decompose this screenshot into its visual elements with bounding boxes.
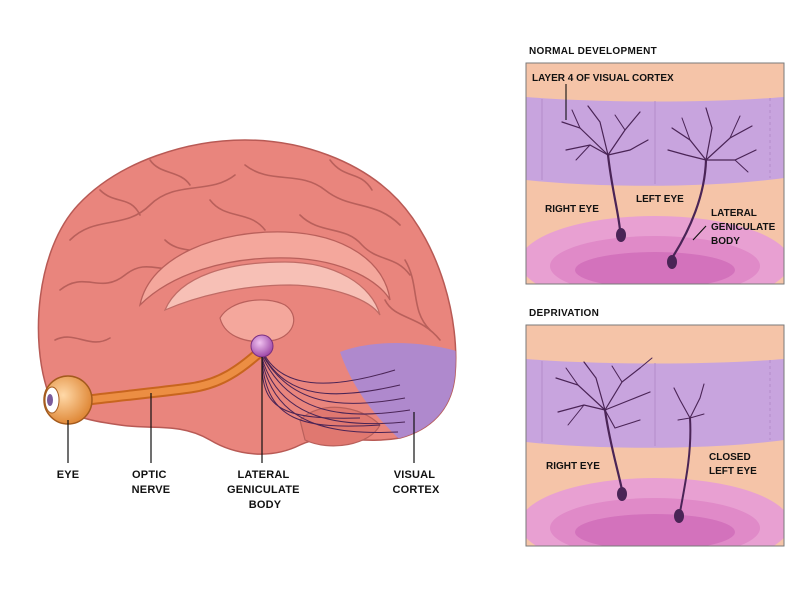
normal-panel-frame (525, 62, 785, 285)
deprivation-panel (526, 325, 784, 546)
thalamus (219, 299, 295, 343)
right-eye-cell-body (616, 228, 626, 242)
deprivation-right-eye-neuron (555, 357, 653, 492)
visual-cortex-label-line: VISUAL (394, 469, 436, 481)
right-eye-neuron (561, 105, 649, 232)
normal-lgn-label-line: BODY (711, 236, 740, 247)
optic-radiation (261, 349, 411, 433)
lgn-label-line: LATERAL (238, 469, 290, 481)
optic-nerve-label: OPTIC NERVE (132, 469, 171, 496)
normal-panel-title: NORMAL DEVELOPMENT (529, 46, 657, 57)
normal-lgn-label-line: GENICULATE (711, 222, 776, 233)
closed-left-cell-body (674, 509, 684, 523)
visual-cortex-region (340, 343, 456, 440)
left-eye-cell-body (667, 255, 677, 269)
layer4-label: LAYER 4 OF VISUAL CORTEX (532, 73, 674, 84)
optic-nerve-label-line: OPTIC (132, 469, 167, 481)
brain (37, 139, 457, 455)
closed-left-eye-label-line: CLOSED (709, 452, 751, 463)
lgn-label: LATERAL GENICULATE BODY (227, 469, 303, 511)
lgn-label-line: GENICULATE (227, 484, 300, 496)
deprivation-right-cell-body (617, 487, 627, 501)
normal-lgn-label: LATERAL GENICULATE BODY (711, 208, 778, 247)
normal-left-eye-label: LEFT EYE (636, 194, 684, 205)
brain-leader-lines (67, 357, 415, 463)
visual-cortex-label-line: CORTEX (392, 484, 440, 496)
closed-left-eye-label: CLOSED LEFT EYE (709, 452, 757, 477)
normal-development-panel (526, 63, 784, 284)
closed-left-eye-label-line: LEFT EYE (709, 466, 757, 477)
left-eye-neuron (667, 107, 757, 260)
deprivation-right-eye-label: RIGHT EYE (546, 461, 600, 472)
normal-lgn-label-line: LATERAL (711, 208, 757, 219)
lgn-sphere (250, 334, 274, 358)
eyeball (43, 375, 93, 425)
eye-label: EYE (57, 469, 80, 481)
deprivation-panel-title: DEPRIVATION (529, 308, 599, 319)
deprivation-panel-frame (525, 324, 785, 547)
closed-left-eye-neuron (673, 383, 705, 513)
cingulate-gyrus (138, 231, 391, 307)
visual-cortex-label: VISUAL CORTEX (392, 469, 440, 496)
lgn-label-line: BODY (249, 499, 282, 511)
normal-right-eye-label: RIGHT EYE (545, 204, 599, 215)
optic-nerve-label-line: NERVE (132, 484, 171, 496)
corpus-callosum (163, 261, 381, 316)
